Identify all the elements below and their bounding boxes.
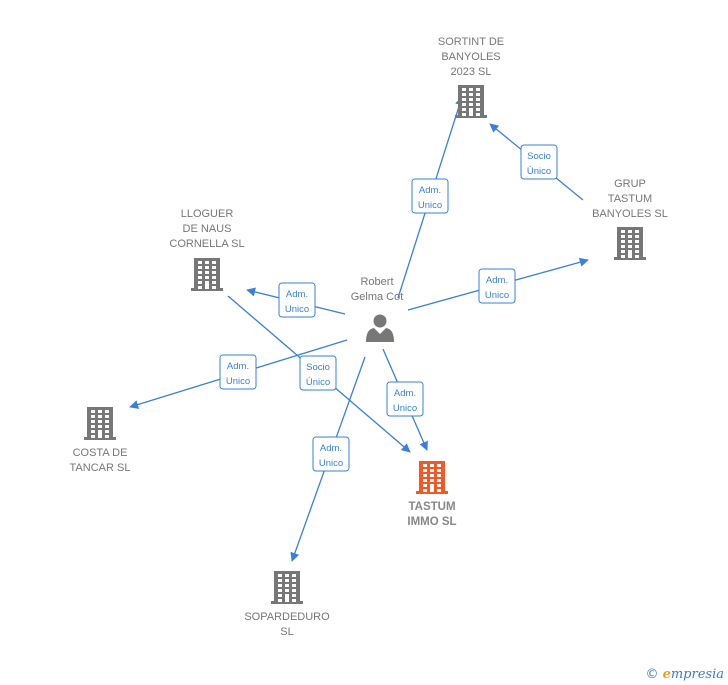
building-icon[interactable] <box>455 85 487 118</box>
brand-logo: © empresia <box>645 667 724 682</box>
relation-label-text: Único <box>527 166 551 177</box>
node-label-line: SL <box>280 626 293 638</box>
node-label-line: Robert <box>360 276 393 288</box>
node-label-line: BANYOLES <box>441 51 500 63</box>
building-icon[interactable] <box>614 227 646 260</box>
node-label-line: 2023 SL <box>451 66 492 78</box>
relation-label-text: Unico <box>418 200 442 211</box>
relation-label-text: Unico <box>285 304 309 315</box>
relation-label-box[interactable] <box>312 436 350 472</box>
relation-label-text: Adm. <box>286 289 308 300</box>
brand-initial: e <box>662 667 671 682</box>
relation-label-box[interactable] <box>478 268 516 304</box>
node-label-line: SOPARDEDURO <box>244 611 330 623</box>
person-icon[interactable] <box>366 314 394 343</box>
node-label-line: SORTINT DE <box>438 36 504 48</box>
node-label-line: LLOGUER <box>181 208 234 220</box>
relation-label-text: Socio <box>527 151 551 162</box>
relation-label-box[interactable] <box>299 355 337 391</box>
relation-label-text: Unico <box>485 290 509 301</box>
node-label-line: COSTA DE <box>73 447 128 459</box>
brand-name: mpresia <box>670 667 724 682</box>
node-label-line: BANYOLES SL <box>592 208 668 220</box>
building-icon[interactable] <box>271 571 303 604</box>
copyright-symbol: © <box>645 667 659 682</box>
relation-label-text: Adm. <box>320 443 342 454</box>
node-label-line: TASTUM <box>408 501 455 513</box>
relation-label-text: Único <box>306 377 330 388</box>
relation-label-text: Unico <box>226 376 250 387</box>
relation-label-box[interactable] <box>278 282 316 318</box>
building-icon[interactable] <box>84 407 116 440</box>
building-icon[interactable] <box>416 461 448 494</box>
relation-label-box[interactable] <box>219 354 257 390</box>
relation-label-text: Adm. <box>394 388 416 399</box>
building-icon[interactable] <box>191 258 223 291</box>
relation-label-box[interactable] <box>520 144 558 180</box>
node-label-line: TANCAR SL <box>70 462 131 474</box>
node-label-line: GRUP <box>614 178 646 190</box>
relation-label-text: Unico <box>393 403 417 414</box>
node-label-line: IMMO SL <box>407 516 456 528</box>
relation-label-text: Unico <box>319 458 343 469</box>
relation-label-text: Adm. <box>227 361 249 372</box>
relation-label-text: Socio <box>306 362 330 373</box>
node-label-line: TASTUM <box>608 193 652 205</box>
relation-label-text: Adm. <box>486 275 508 286</box>
node-label-line: Gelma Cot <box>351 291 404 303</box>
relation-label-box[interactable] <box>411 178 449 214</box>
node-label-line: CORNELLA SL <box>169 238 244 250</box>
relation-label-text: Adm. <box>419 185 441 196</box>
node-label-line: DE NAUS <box>183 223 232 235</box>
relation-label-box[interactable] <box>386 381 424 417</box>
